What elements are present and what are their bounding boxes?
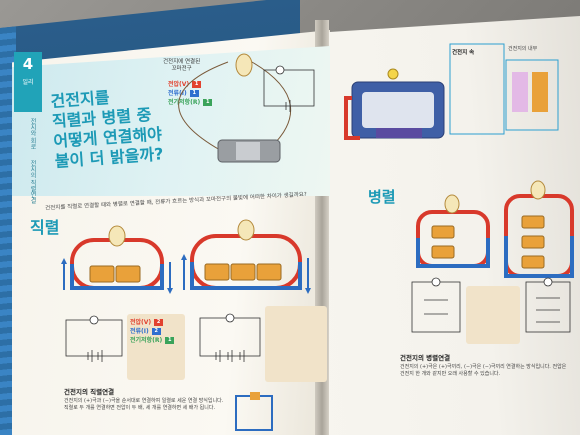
series-legend-voltage: 전압(V)	[130, 319, 152, 326]
header-circuit-schematic	[263, 65, 315, 112]
chapter-tab: 4 일리	[14, 52, 42, 112]
legend-voltage: 전압(V)	[168, 81, 190, 88]
battery-icon	[521, 235, 545, 249]
series-legend-current: 전류(I)	[130, 328, 149, 335]
parallel-schematic-2	[525, 277, 571, 333]
battery-icon	[256, 263, 282, 281]
bulb-icon	[237, 219, 255, 241]
lamp-caption-line-1: 건전지에 연결된	[163, 59, 201, 65]
right-info-title: 건전지 속	[452, 50, 475, 56]
series-schematic-2	[199, 313, 261, 362]
chapter-subtitle: 일리	[22, 79, 34, 86]
bulb-icon	[387, 68, 399, 80]
series-diagram-1	[61, 225, 173, 294]
parallel-section-title: 병렬	[368, 188, 396, 206]
series-diagram-2	[181, 219, 311, 294]
battery-icon	[115, 265, 141, 283]
battery-icon	[521, 215, 545, 229]
battery-icon	[431, 245, 455, 259]
lamp-caption: 건전지에 연결된 꼬마전구	[163, 59, 200, 73]
bulb-icon	[235, 53, 253, 77]
bulb-icon	[108, 225, 126, 247]
lamp-caption-line-2: 꼬마전구	[171, 66, 192, 72]
side-label-topic: 전지와 회로	[29, 118, 36, 150]
parallel-subhead: 건전지의 병렬연결	[400, 354, 451, 362]
series-body-text: 건전지의 (+)극과 (−)극을 순서대로 연결하여 일렬로 세운 연결 방식입…	[64, 398, 224, 411]
legend-current: 전류(I)	[168, 90, 187, 97]
parallel-diagram-1	[416, 194, 490, 268]
legend-resistance: 전기저항(R)	[168, 99, 201, 106]
side-label-section: 전지의 직렬연결	[29, 160, 36, 204]
battery-icon	[521, 255, 545, 269]
battery-icon	[230, 263, 256, 281]
parallel-body-text: 건전지의 (+)극은 (+)극끼리, (−)극은 (−)극끼리 연결하는 방식입…	[400, 364, 567, 377]
parallel-schematic-1	[411, 277, 461, 333]
legend-current-value: 1	[189, 90, 199, 97]
chapter-number: 4	[22, 55, 34, 73]
header-legend: 전압(V)1 전류(I)1 전기저항(R)1	[168, 80, 213, 107]
right-info-note: 건전지의 내부	[508, 46, 538, 52]
bulb-icon	[444, 194, 460, 214]
series-schematic-1	[65, 315, 123, 362]
battery-icon	[89, 265, 115, 283]
series-section-title: 직렬	[30, 218, 60, 237]
series-subhead: 건전지의 직렬연결	[64, 388, 115, 396]
battery-icon	[431, 225, 455, 239]
series-legend-current-value: 2	[151, 328, 161, 335]
bulb-icon	[530, 180, 546, 200]
legend-voltage-value: 1	[192, 81, 202, 88]
legend-resistance-value: 1	[203, 99, 213, 106]
series-data-card-2	[265, 306, 327, 382]
battery-icon	[204, 263, 230, 281]
series-legend-voltage-value: 2	[154, 319, 164, 326]
parallel-diagram-2	[504, 180, 574, 278]
series-legend-resistance: 전기저항(R)	[130, 337, 163, 344]
series-legend-resistance-value: 1	[165, 337, 175, 344]
parallel-data-card	[466, 286, 520, 344]
series-legend: 전압(V)2 전류(I)2 전기저항(R)1	[130, 318, 175, 345]
